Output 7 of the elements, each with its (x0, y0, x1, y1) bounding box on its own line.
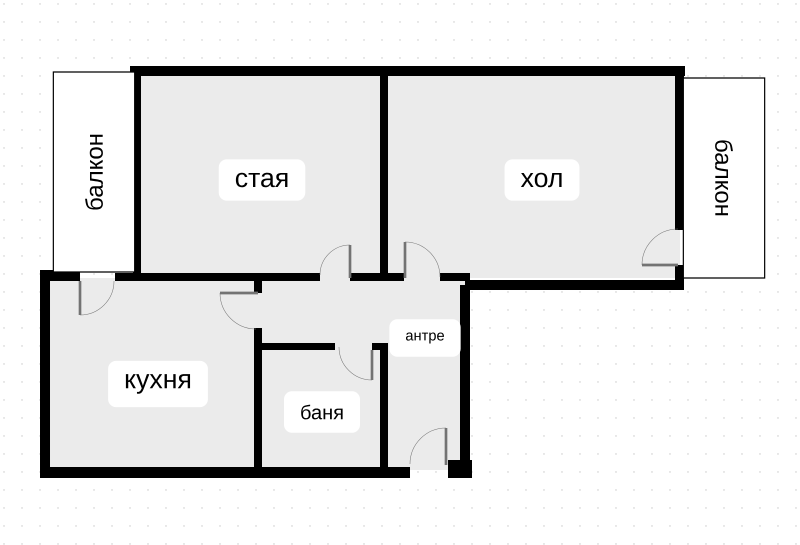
room-label: стая (218, 159, 306, 201)
room-label: хол (504, 159, 580, 201)
room-label: баня (284, 391, 360, 433)
balcony-label: балкон (682, 77, 766, 279)
room-label: антре (389, 319, 461, 357)
balcony-label: балкон (52, 71, 136, 273)
room-label: кухня (108, 360, 208, 408)
